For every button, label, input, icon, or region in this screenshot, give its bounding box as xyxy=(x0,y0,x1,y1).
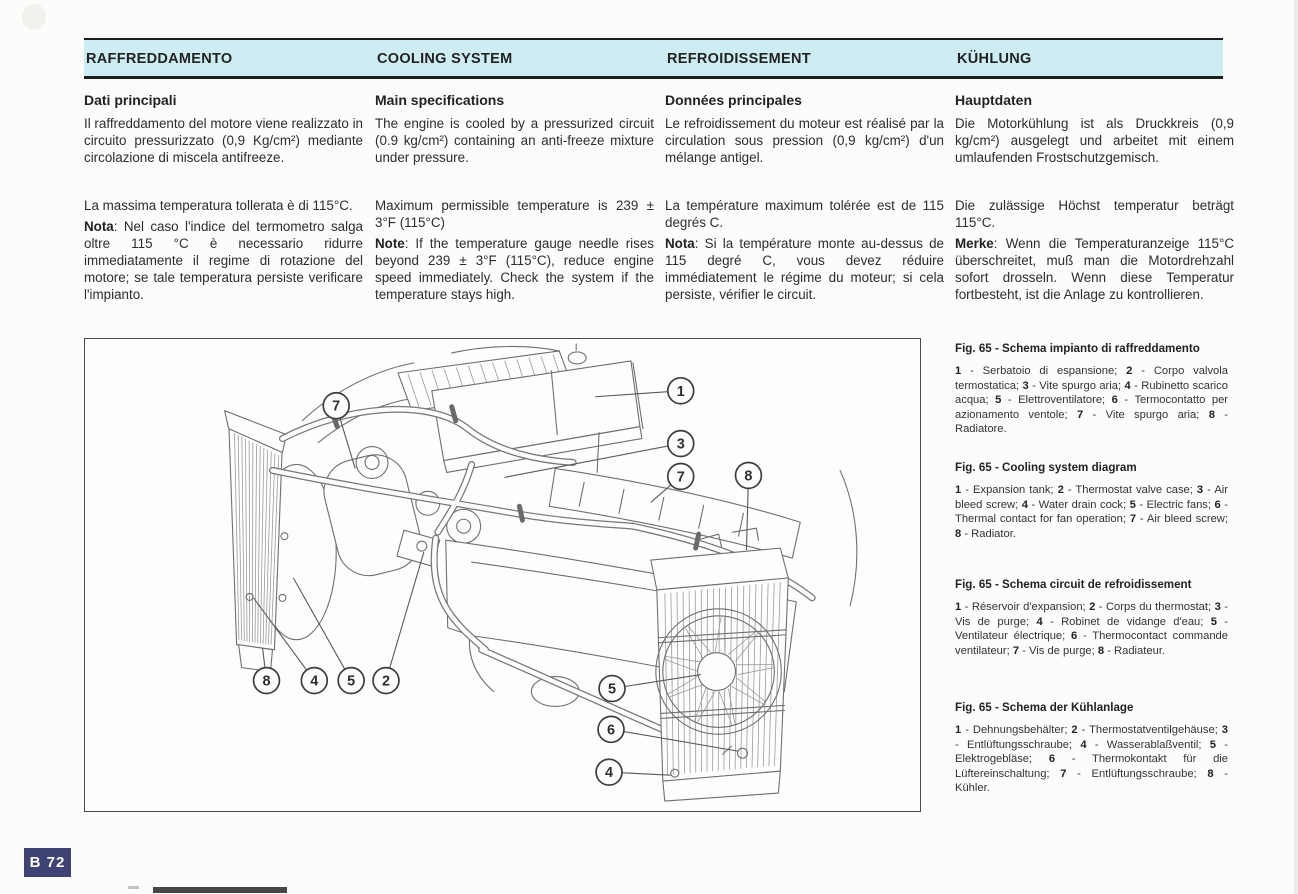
figure-caption-french: Fig. 65 - Schema circuit de refroidissem… xyxy=(955,578,1228,658)
paragraph: Nota: Nel caso l'indice del termometro s… xyxy=(84,219,363,302)
figure-caption-english: Fig. 65 - Cooling system diagram 1 - Exp… xyxy=(955,461,1228,541)
column-heading: Hauptdaten xyxy=(955,92,1032,108)
callout-circle-1 xyxy=(666,376,695,405)
callout-leader-1 xyxy=(595,390,681,398)
callout-number-1: 1 xyxy=(677,384,685,400)
callout-circle-7 xyxy=(322,391,350,420)
callout-number-4: 4 xyxy=(605,765,613,781)
callout-leader-6 xyxy=(610,728,739,752)
figure-caption-title: Fig. 65 - Schema circuit de refroidissem… xyxy=(955,578,1192,591)
callout-number-5: 5 xyxy=(347,674,355,690)
page-number-badge: B 72 xyxy=(24,848,71,877)
column-german: Hauptdaten Die Motorkühlung ist als Druc… xyxy=(955,88,1234,307)
page-edge-shadow xyxy=(1294,0,1298,894)
callout-circle-4 xyxy=(300,666,329,695)
callout-circle-7 xyxy=(666,462,695,491)
callout-leader-4 xyxy=(253,597,315,681)
callout-number-7: 7 xyxy=(332,399,340,415)
header-title-french: REFROIDISSEMENT xyxy=(667,51,811,67)
figure-frame: 7 1 3 7 8 8 4 5 2 5 6 4 xyxy=(84,338,921,812)
cooling-system-diagram: 7 1 3 7 8 8 4 5 2 5 6 4 xyxy=(224,343,858,802)
column-body: Le refroidissement du moteur est réalisé… xyxy=(665,115,944,303)
electric-fan-drawing xyxy=(655,608,782,735)
thermal-contact-drawing xyxy=(736,747,749,759)
callout-leader-3 xyxy=(504,443,681,478)
callout-circle-3 xyxy=(666,429,695,458)
callout-number-4: 4 xyxy=(310,674,318,690)
right-radiator-drawing xyxy=(650,527,789,802)
paragraph: Merke: Wenn die Temperaturanzeige 115°C … xyxy=(955,236,1234,302)
callout-number-2: 2 xyxy=(382,674,390,690)
diagram-art xyxy=(224,343,858,802)
callout-number-5: 5 xyxy=(608,681,616,697)
column-italian: Dati principali Il raffreddamento del mo… xyxy=(84,88,363,307)
callout-number-8: 8 xyxy=(262,674,270,690)
pressure-cap-drawing xyxy=(567,351,587,365)
figure-caption-title: Fig. 65 - Cooling system diagram xyxy=(955,461,1137,474)
column-english: Main specifications The engine is cooled… xyxy=(375,88,654,307)
paragraph: Nota: Si la température monte au-dessus … xyxy=(665,236,944,302)
binding-bar xyxy=(153,887,287,893)
figure-caption-title: Fig. 65 - Schema der Kühlanlage xyxy=(955,701,1134,714)
callout-circle-8 xyxy=(252,666,281,695)
callout-number-3: 3 xyxy=(677,437,685,453)
paragraph: Le refroidissement du moteur est réalisé… xyxy=(665,116,944,165)
callout-number-6: 6 xyxy=(607,722,615,738)
column-french: Données principales Le refroidissement d… xyxy=(665,88,944,307)
callout-circle-4 xyxy=(595,758,623,786)
scan-smudge xyxy=(22,4,46,30)
callout-number-7: 7 xyxy=(677,469,685,485)
column-heading: Main specifications xyxy=(375,92,505,108)
left-radiator-drawing xyxy=(224,410,287,673)
header-title-english: COOLING SYSTEM xyxy=(377,51,513,67)
paragraph: La massima temperatura tollerata è di 11… xyxy=(84,198,353,213)
paragraph: Note: If the temperature gauge needle ri… xyxy=(375,236,654,302)
figure-caption-body: 1 - Expansion tank; 2 - Thermostat valve… xyxy=(955,484,1228,540)
paragraph: Die Motorkühlung ist als Druckkreis (0,9… xyxy=(955,116,1234,165)
header-title-german: KÜHLUNG xyxy=(957,51,1032,67)
column-heading: Dati principali xyxy=(84,92,177,108)
callout-leader-5 xyxy=(292,577,352,681)
valve-cover-drawing xyxy=(548,467,801,559)
figure-caption-body: 1 - Réservoir d'expansion; 2 - Corps du … xyxy=(955,601,1229,657)
callouts-layer: 7 1 3 7 8 8 4 5 2 5 6 4 xyxy=(252,376,763,786)
figure-caption-body: 1 - Dehnungsbehälter; 2 - Thermostatvent… xyxy=(955,724,1228,794)
column-body: Il raffreddamento del motore viene reali… xyxy=(84,115,363,303)
callout-leader-5 xyxy=(611,674,701,690)
paragraph: The engine is cooled by a pressurized ci… xyxy=(375,116,654,165)
callout-circle-5 xyxy=(598,674,626,703)
header-title-italian: RAFFREDDAMENTO xyxy=(86,51,233,67)
header-band: RAFFREDDAMENTO COOLING SYSTEM REFROIDISS… xyxy=(84,38,1223,79)
callout-circle-5 xyxy=(337,666,365,695)
paragraph: La température maximum tolérée est de 11… xyxy=(665,198,944,230)
drain-cock-drawing xyxy=(245,592,254,601)
paragraph: Il raffreddamento del motore viene reali… xyxy=(84,116,363,165)
callout-circle-2 xyxy=(372,666,400,695)
figure-caption-title: Fig. 65 - Schema impianto di raffreddame… xyxy=(955,342,1200,355)
figure-caption-german: Fig. 65 - Schema der Kühlanlage 1 - Dehn… xyxy=(955,701,1228,796)
paragraph: Maximum permissible temperature is 239 ±… xyxy=(375,198,654,230)
column-body: Die Motorkühlung ist als Druckkreis (0,9… xyxy=(955,115,1234,303)
callout-circle-6 xyxy=(597,715,625,744)
callout-circle-8 xyxy=(734,461,763,490)
figure-caption-italian: Fig. 65 - Schema impianto di raffreddame… xyxy=(955,342,1228,437)
paragraph: Die zulässige Höchst temperatur beträgt … xyxy=(955,198,1234,230)
column-heading: Données principales xyxy=(665,92,802,108)
column-body: The engine is cooled by a pressurized ci… xyxy=(375,115,654,303)
callout-leader-2 xyxy=(385,551,425,681)
callout-number-8: 8 xyxy=(744,468,752,484)
figure-caption-body: 1 - Serbatoio di espansione; 2 - Corpo v… xyxy=(955,365,1229,435)
scan-mark xyxy=(128,886,139,889)
